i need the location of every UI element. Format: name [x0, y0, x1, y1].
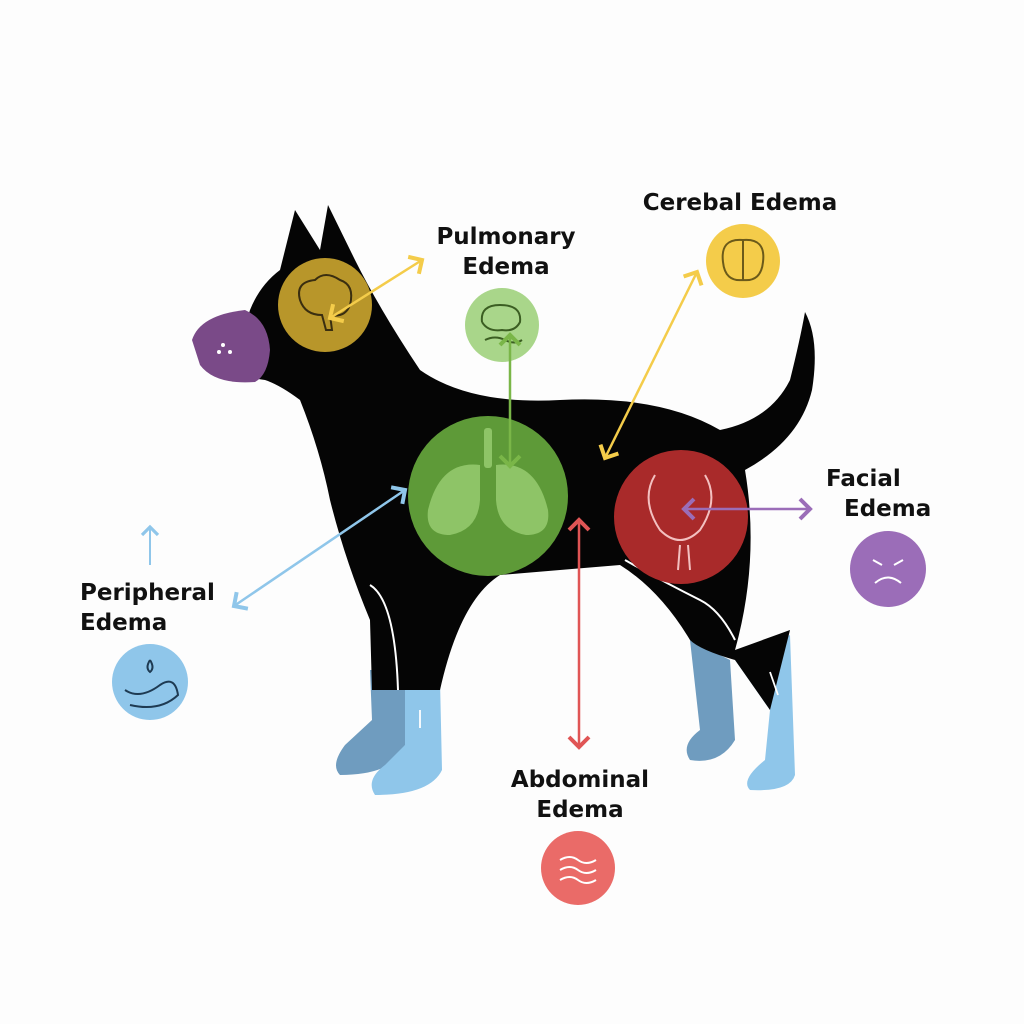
abdomen-wave-icon: [559, 856, 597, 884]
peripheral-label: Peripheral Edema: [70, 578, 230, 638]
leg-up-arrow: [769, 671, 779, 696]
arm-water-icon: [124, 659, 180, 708]
label-line: Edema: [462, 254, 550, 280]
lungs-circle: [408, 416, 568, 576]
abdomen-circle: [614, 450, 748, 584]
label-line: Edema: [80, 610, 168, 636]
face-icon: [872, 559, 904, 584]
peripheral-arrow: [231, 485, 408, 611]
label-line: Edema: [844, 496, 932, 522]
brain-icon: [721, 238, 765, 282]
head-brain-circle: [278, 258, 372, 352]
cerebral-label: Cerebal Edema: [620, 188, 860, 218]
label-line: Cerebal Edema: [642, 190, 838, 216]
facial-label: Facial Edema: [810, 464, 950, 524]
lungs-icon: [427, 428, 549, 535]
cerebral-arrow: [598, 269, 704, 461]
pulmonary-icon-circle: [465, 288, 539, 362]
facial-icon-circle: [850, 531, 926, 607]
abdominal-label: Abdominal Edema: [490, 765, 670, 825]
label-line: Edema: [536, 797, 624, 823]
label-line: Abdominal: [510, 767, 650, 793]
label-line: Peripheral: [80, 580, 215, 606]
peripheral-icon-circle: [112, 644, 188, 720]
abdominal-icon-circle: [541, 831, 615, 905]
label-line: Facial: [826, 466, 901, 492]
label-line: Pulmonary: [436, 224, 576, 250]
pulmonary-arrow: [327, 254, 425, 324]
pulmonary-label: Pulmonary Edema: [420, 222, 592, 282]
snout: [192, 310, 270, 383]
